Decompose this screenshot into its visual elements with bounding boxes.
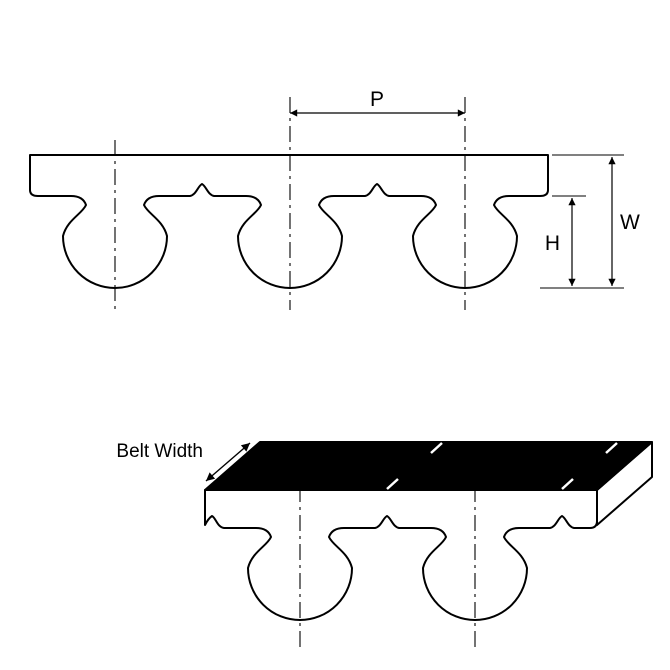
seam-tick-front-2 <box>561 478 574 490</box>
height-label: H <box>545 232 560 255</box>
seam-tick-back-1 <box>430 442 443 454</box>
belt-width-arrow <box>205 442 251 482</box>
belt-profile-path <box>29 154 549 289</box>
belt-width-label: Belt Width <box>116 441 203 462</box>
pitch-label: P <box>370 88 384 111</box>
bottom-view-belt-3d: Belt Width <box>116 441 653 648</box>
seam-tick-back-2 <box>605 442 618 454</box>
top-view-belt-profile: P W H <box>29 88 640 310</box>
width-label: W <box>620 211 640 234</box>
belt-top-face <box>204 441 653 491</box>
belt-front-profile-path <box>204 489 598 621</box>
seam-tick-front-1 <box>386 478 399 490</box>
